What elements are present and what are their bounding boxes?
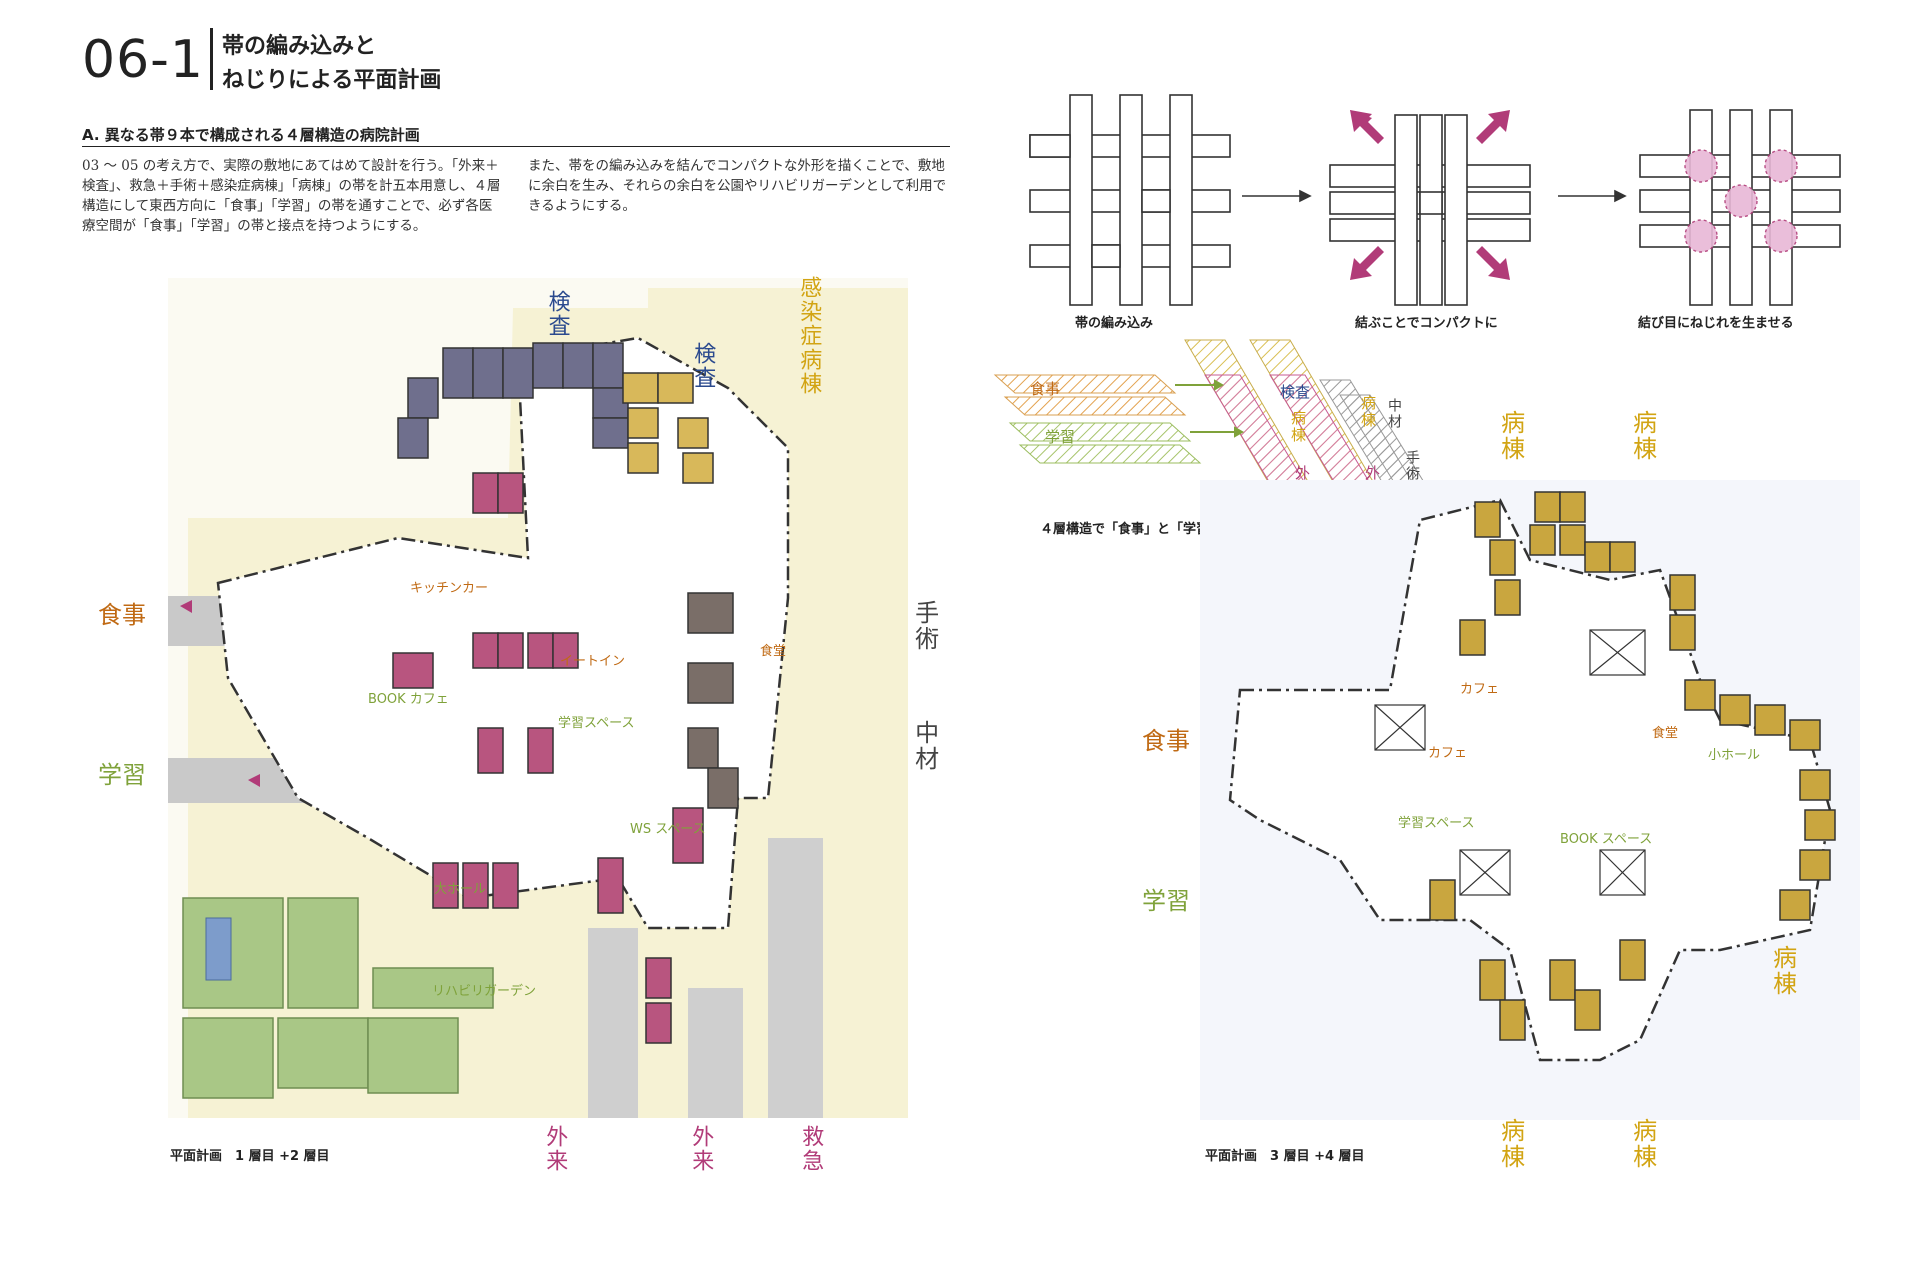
plan1-infection-ward-label: 感染症病棟 xyxy=(796,276,822,396)
plan1-study-space-label: 学習スペース xyxy=(558,716,635,731)
layer-meal-label: 食事 xyxy=(1030,380,1061,398)
meal-bands xyxy=(993,374,1187,416)
section-heading: A. 異なる帯９本で構成される４層構造の病院計画 xyxy=(82,126,420,144)
plan2-study-space-label: 学習スペース xyxy=(1398,816,1475,831)
compress-arrows xyxy=(1350,110,1510,280)
compact-bands-figure xyxy=(1329,114,1531,306)
layer-ward-label-1: 病棟 xyxy=(1289,410,1307,444)
layer-connector-arrows xyxy=(1175,379,1245,438)
plan2-cafe-label-b: カフェ xyxy=(1428,746,1468,761)
layer-exam-label: 検査 xyxy=(1280,383,1311,401)
woven-bands-figure xyxy=(1029,94,1231,306)
plan1-material-label: 中材 xyxy=(910,720,939,772)
plan1-cafeteria-label: 食堂 xyxy=(760,644,787,659)
page-number: 06-1 xyxy=(82,30,205,90)
floor-plan-1-2 xyxy=(168,278,908,1118)
section-para-2: また、帯をの編み込みを結んでコンパクトな外形を描くことで、敷地に余白を生み、それ… xyxy=(528,158,947,214)
concept-step-2-caption: 結ぶことでコンパクトに xyxy=(1355,316,1498,331)
surgery-rooms xyxy=(687,592,739,809)
rehab-garden xyxy=(182,897,494,1099)
plan1-exam-label-b: 検査 xyxy=(690,342,716,390)
layer-material-label: 中材 xyxy=(1386,398,1402,430)
plan2-cafeteria-label: 食堂 xyxy=(1652,726,1679,741)
plan2-learning-label: 学習 xyxy=(1142,887,1190,915)
plan1-rehab-garden-label: リハビリガーデン xyxy=(432,984,537,999)
title-line-2: ねじりによる平面計画 xyxy=(222,68,442,93)
title-line-1: 帯の編み込みと xyxy=(222,34,377,59)
plan2-caption: 平面計画 3 層目 +4 層目 xyxy=(1205,1149,1365,1164)
section-rule xyxy=(82,146,950,147)
plan2-ward-label-br: 病棟 xyxy=(1628,1118,1657,1170)
outpatient-rooms xyxy=(392,472,704,1044)
plan1-big-hall-label: 大ホール xyxy=(434,882,487,897)
plan1-meal-label: 食事 xyxy=(98,601,146,629)
south-road-1 xyxy=(588,928,638,1118)
plan2-ward-label-r: 病棟 xyxy=(1768,945,1797,997)
ward-rooms xyxy=(1429,491,1836,1041)
plan1-caption: 平面計画 1 層目 +2 層目 xyxy=(170,1149,330,1164)
plan1-outpatient-label-a: 外来 xyxy=(542,1125,568,1173)
section-para-1: 03 ～ 05 の考え方で、実際の敷地にあてはめて設計を行う。「外来＋検査」、救… xyxy=(82,158,501,234)
stair-voids xyxy=(1374,629,1646,896)
garden-pond xyxy=(205,917,232,981)
plan1-surgery-label: 手術 xyxy=(910,600,939,652)
exam-rooms xyxy=(397,342,629,459)
infection-ward-rooms xyxy=(622,372,714,484)
plan2-cafe-label-a: カフェ xyxy=(1460,682,1500,697)
learning-bands xyxy=(1008,422,1202,464)
south-road-3 xyxy=(768,838,823,1118)
plan2-meal-label: 食事 xyxy=(1142,727,1190,755)
plan1-kitchen-car-label: キッチンカー xyxy=(410,581,489,596)
plan1-exam-label-a: 検査 xyxy=(544,290,570,338)
weaving-concept-diagram xyxy=(1029,94,1841,306)
entry-arrows xyxy=(180,600,260,787)
floor-plan-3-4 xyxy=(1200,480,1860,1120)
plan2-book-space-label: BOOK スペース xyxy=(1560,832,1653,847)
plan2-ward-label-tr: 病棟 xyxy=(1628,410,1657,462)
title-divider xyxy=(210,28,213,90)
plan2-ward-label-bl: 病棟 xyxy=(1496,1118,1525,1170)
knot-circles xyxy=(1684,149,1798,253)
south-road-2 xyxy=(688,988,743,1118)
vertical-bands xyxy=(1184,339,1436,501)
concept-step-3-caption: 結び目にねじれを生ませる xyxy=(1638,316,1794,331)
plan1-ws-space-label: WS スペース xyxy=(630,822,706,837)
four-layer-diagram xyxy=(993,339,1436,501)
layer-learn-label: 学習 xyxy=(1045,428,1076,446)
plan1-outpatient-label-b: 外来 xyxy=(688,1125,714,1173)
plan1-emergency-label: 救急 xyxy=(798,1125,824,1173)
plan2-ward-label-tl: 病棟 xyxy=(1496,410,1525,462)
plan1-book-cafe-label: BOOK カフェ xyxy=(368,692,449,707)
concept-step-1-caption: 帯の編み込み xyxy=(1075,316,1154,331)
layer-ward-label-2: 病棟 xyxy=(1359,395,1377,429)
plan2-small-hall-label: 小ホール xyxy=(1708,748,1761,763)
layer-surgery-label: 手術 xyxy=(1404,450,1420,482)
plan1-eat-in-label: イートイン xyxy=(560,654,626,669)
plan1-learning-label: 学習 xyxy=(98,761,146,789)
